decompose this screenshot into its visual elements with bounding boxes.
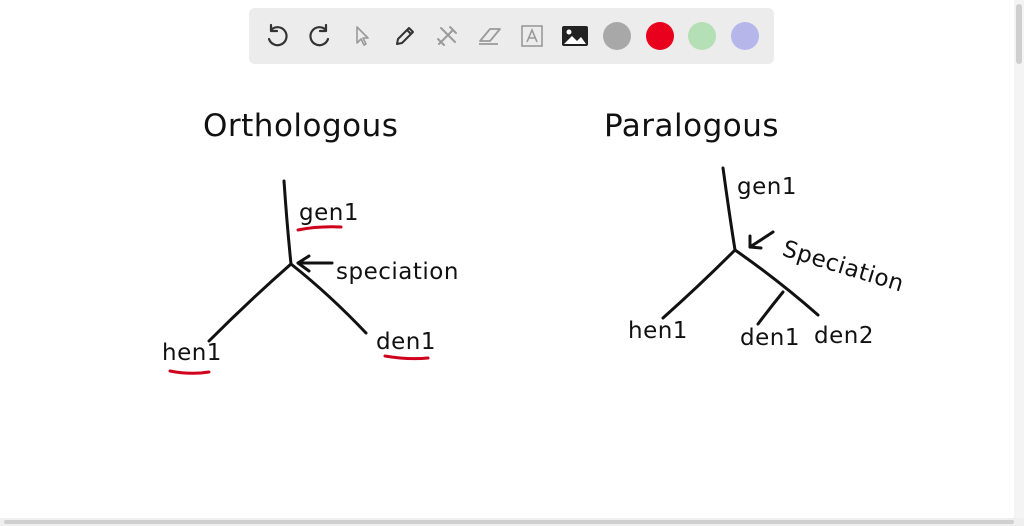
orthologous-tree [207, 179, 368, 343]
tools-button[interactable] [429, 18, 465, 54]
para-right-leaf-label: den2 [814, 323, 874, 349]
pencil-icon [395, 27, 414, 45]
ortho-arrow-head [296, 254, 311, 273]
color-swatch-green[interactable] [684, 18, 720, 54]
text-tool-button[interactable] [514, 18, 550, 54]
underline-hen1 [168, 369, 211, 375]
underline-gen1 [296, 225, 343, 232]
underline-den1 [383, 354, 430, 361]
whiteboard-canvas[interactable]: Orthologous gen1 speciation hen1 den1 Pa… [0, 70, 1024, 510]
ortho-right-branch [289, 262, 368, 335]
red-swatch [645, 22, 674, 50]
select-pointer-icon [356, 26, 369, 46]
para-arrow-head [748, 234, 763, 250]
vertical-scroll-thumb[interactable] [1016, 4, 1022, 64]
ortho-left-leaf-label: hen1 [162, 340, 222, 366]
eraser-tool-button[interactable] [472, 18, 508, 54]
ortho-trunk [282, 179, 293, 266]
horizontal-scrollbar[interactable] [0, 518, 1024, 526]
redo-button[interactable] [302, 18, 338, 54]
tools-icon [437, 26, 457, 46]
color-swatch-red[interactable] [642, 18, 678, 54]
para-ancestor-label: gen1 [737, 174, 797, 200]
undo-button[interactable] [259, 18, 295, 54]
pencil-tool-button[interactable] [387, 18, 423, 54]
ortho-ancestor-label: gen1 [299, 200, 359, 226]
eraser-icon [478, 28, 501, 45]
ortho-speciation-label: speciation [336, 259, 459, 285]
text-box-icon [521, 25, 543, 47]
ortho-underlines [168, 225, 430, 375]
paralogous-title: Paralogous [604, 108, 780, 144]
color-swatch-gray[interactable] [599, 18, 635, 54]
ortho-left-branch [207, 262, 293, 343]
para-duplication-branch [756, 290, 785, 326]
image-icon [561, 26, 588, 46]
orthologous-title: Orthologous [203, 108, 399, 144]
para-trunk [721, 166, 737, 252]
purple-swatch [730, 22, 759, 50]
green-swatch [688, 22, 716, 50]
para-arrow-shaft [748, 230, 775, 249]
tree-strokes [168, 166, 820, 375]
color-swatch-purple[interactable] [727, 18, 763, 54]
para-right-branch [733, 248, 820, 317]
horizontal-scroll-thumb[interactable] [4, 520, 1014, 524]
gray-swatch [603, 22, 631, 50]
para-mid-leaf-label: den1 [740, 325, 800, 351]
drawing-toolbar [249, 8, 774, 64]
select-tool-button[interactable] [344, 18, 380, 54]
ortho-right-leaf-label: den1 [376, 329, 436, 355]
undo-icon [267, 23, 288, 47]
redo-icon [308, 23, 329, 47]
vertical-scrollbar[interactable] [1014, 0, 1024, 526]
paralogous-tree [661, 166, 820, 326]
para-left-branch [661, 248, 737, 320]
para-left-leaf-label: hen1 [628, 318, 688, 344]
image-tool-button[interactable] [557, 18, 593, 54]
